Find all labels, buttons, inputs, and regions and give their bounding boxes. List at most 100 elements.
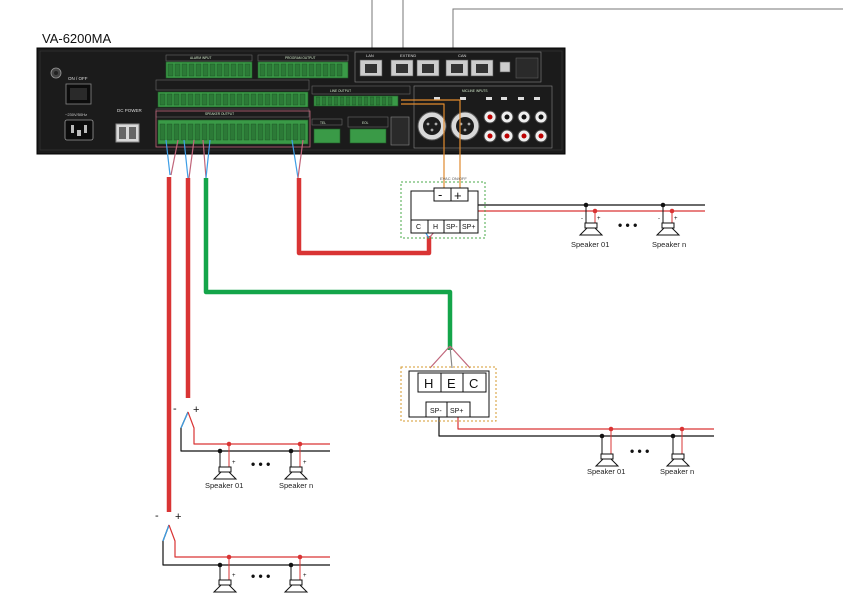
svg-text:+: +: [232, 460, 236, 466]
speaker-last-label: Speaker n: [279, 481, 313, 490]
mic-input-panel: [413, 85, 553, 149]
zone-terminals-row1[interactable]: [157, 91, 309, 108]
vc-speaker-black: [447, 204, 705, 220]
xlr-input-2[interactable]: [450, 111, 480, 141]
speaker-first-label: Speaker 01: [587, 467, 625, 476]
trunk-pink-stub-2: [188, 139, 195, 179]
tel-label: TEL: [320, 121, 326, 125]
tap1-plus-label: +: [193, 404, 199, 416]
hec-terminal-sp-minus: SP-: [430, 408, 442, 415]
network-port-panel: [354, 51, 542, 83]
alarm-input-label: ALARM INPUT: [190, 56, 211, 60]
green-stub-a: [202, 139, 207, 179]
speaker-first-label: Speaker 01: [205, 481, 243, 490]
svg-text:+: +: [674, 216, 678, 222]
speaker-output-label: SPEAKER OUTPUT: [205, 112, 234, 116]
power-switch-label: ON / OFF: [68, 76, 88, 81]
vc-terminal-minus: -: [438, 187, 442, 202]
hec-terminal-e: E: [447, 376, 456, 391]
red-stub-b: [297, 139, 304, 179]
speaker-last-label: Speaker n: [652, 240, 686, 249]
zone-terminals-row2[interactable]: [157, 119, 309, 145]
hec-terminal-c: C: [469, 376, 478, 391]
speaker-ellipsis: • • •: [630, 444, 649, 458]
hec-input-gray: [449, 345, 453, 369]
speaker-group-tap2: + • • • +: [212, 554, 309, 593]
orange-line-b: [401, 99, 461, 192]
svg-text:-: -: [658, 216, 660, 222]
mic-level-knobs[interactable]: [434, 97, 540, 100]
speaker-ellipsis: • • •: [251, 457, 270, 471]
fan-vent: [515, 57, 539, 79]
hec-terminal-sp-plus: SP+: [450, 408, 463, 415]
trunk-blue-stub-2: [183, 139, 189, 179]
tap1-red: [187, 411, 330, 445]
green-stub-b: [205, 139, 211, 179]
speaker-group-vc: -+ Speaker 01 • • • -+ Speaker n: [571, 202, 686, 249]
wires: [162, 99, 714, 566]
red-trunk-vc: [296, 178, 432, 256]
device-model-title: VA-6200MA: [42, 31, 111, 46]
svg-text:+: +: [232, 573, 236, 579]
usb-port[interactable]: [499, 61, 511, 73]
vc-dotted-frame: [400, 181, 486, 239]
svg-text:-: -: [581, 216, 583, 222]
tap2-blue: [162, 524, 330, 566]
zone-highlight-frame: [155, 110, 311, 148]
line-output-label: LINE OUTPUT: [330, 89, 351, 93]
can-label: CAN: [458, 53, 467, 58]
rs-port[interactable]: [390, 116, 410, 146]
tel-terminals[interactable]: [311, 118, 343, 144]
extend-label: EXTEND: [400, 53, 416, 58]
device-back-panel: ON / OFF ~230V/50Hz DC POWER LA: [36, 47, 566, 155]
speaker-group-tap1: + Speaker 01 • • • + Speaker n: [205, 441, 313, 490]
green-trunk: [203, 178, 453, 350]
tap2-blue-tip: [162, 524, 170, 542]
speaker-icon: [665, 426, 691, 467]
vc-terminal-h: H: [433, 224, 438, 231]
network-cables: [371, 0, 843, 52]
speaker-icon: +: [212, 441, 238, 480]
hec-speaker-red: [457, 417, 714, 430]
mains-label: ~230V/50Hz: [65, 112, 87, 117]
tap1-minus-label: -: [173, 403, 177, 415]
dc-power-label: DC POWER: [117, 108, 143, 113]
hec-speaker-black: [438, 417, 714, 437]
lan-label: LAN: [366, 53, 374, 58]
svg-text:+: +: [303, 460, 307, 466]
hec-terminal-h: H: [424, 376, 433, 391]
vc-terminal-c: C: [416, 224, 421, 231]
trunk-pink-stub-1: [170, 139, 179, 176]
can-cable: [452, 8, 843, 52]
speaker-ellipsis: • • •: [251, 569, 270, 583]
line-output-terminals[interactable]: [313, 95, 399, 107]
hec-module: H E C SP- SP+: [400, 366, 497, 422]
tap1-blue-tip: [180, 411, 189, 429]
speaker-icon: -+: [578, 202, 604, 236]
hec-input-red: [429, 345, 451, 369]
svg-text:+: +: [303, 573, 307, 579]
hec-top-terminal: [417, 372, 487, 393]
xlr-input-1[interactable]: [417, 111, 447, 141]
volume-control-module: EVAC ON/OFF - + C H SP- SP+: [400, 176, 486, 239]
program-label: PROGRAM OUTPUT: [285, 56, 316, 60]
red-stub-a: [291, 139, 299, 179]
orange-line-a: [401, 103, 445, 192]
speaker-first-label: Speaker 01: [571, 240, 609, 249]
program-terminals[interactable]: [257, 54, 349, 79]
hec-input-pink: [449, 345, 471, 369]
alarm-input-terminals[interactable]: [165, 54, 253, 79]
vc-terminal-sp-plus: SP+: [462, 224, 475, 231]
vc-speaker-red: [469, 210, 705, 220]
hec-dotted-frame: [400, 366, 497, 422]
rca-inputs[interactable]: [483, 110, 548, 143]
hec-bottom-terminal: [425, 401, 471, 418]
vc-label: EVAC ON/OFF: [440, 176, 467, 181]
tap2-red: [168, 524, 330, 558]
speaker-icon: -+: [655, 202, 681, 236]
speaker-group-hec: Speaker 01 • • • Speaker n: [587, 426, 694, 476]
eol-terminals[interactable]: [347, 116, 389, 144]
speaker-icon: [594, 426, 620, 467]
device-inner-frame: [39, 50, 563, 151]
